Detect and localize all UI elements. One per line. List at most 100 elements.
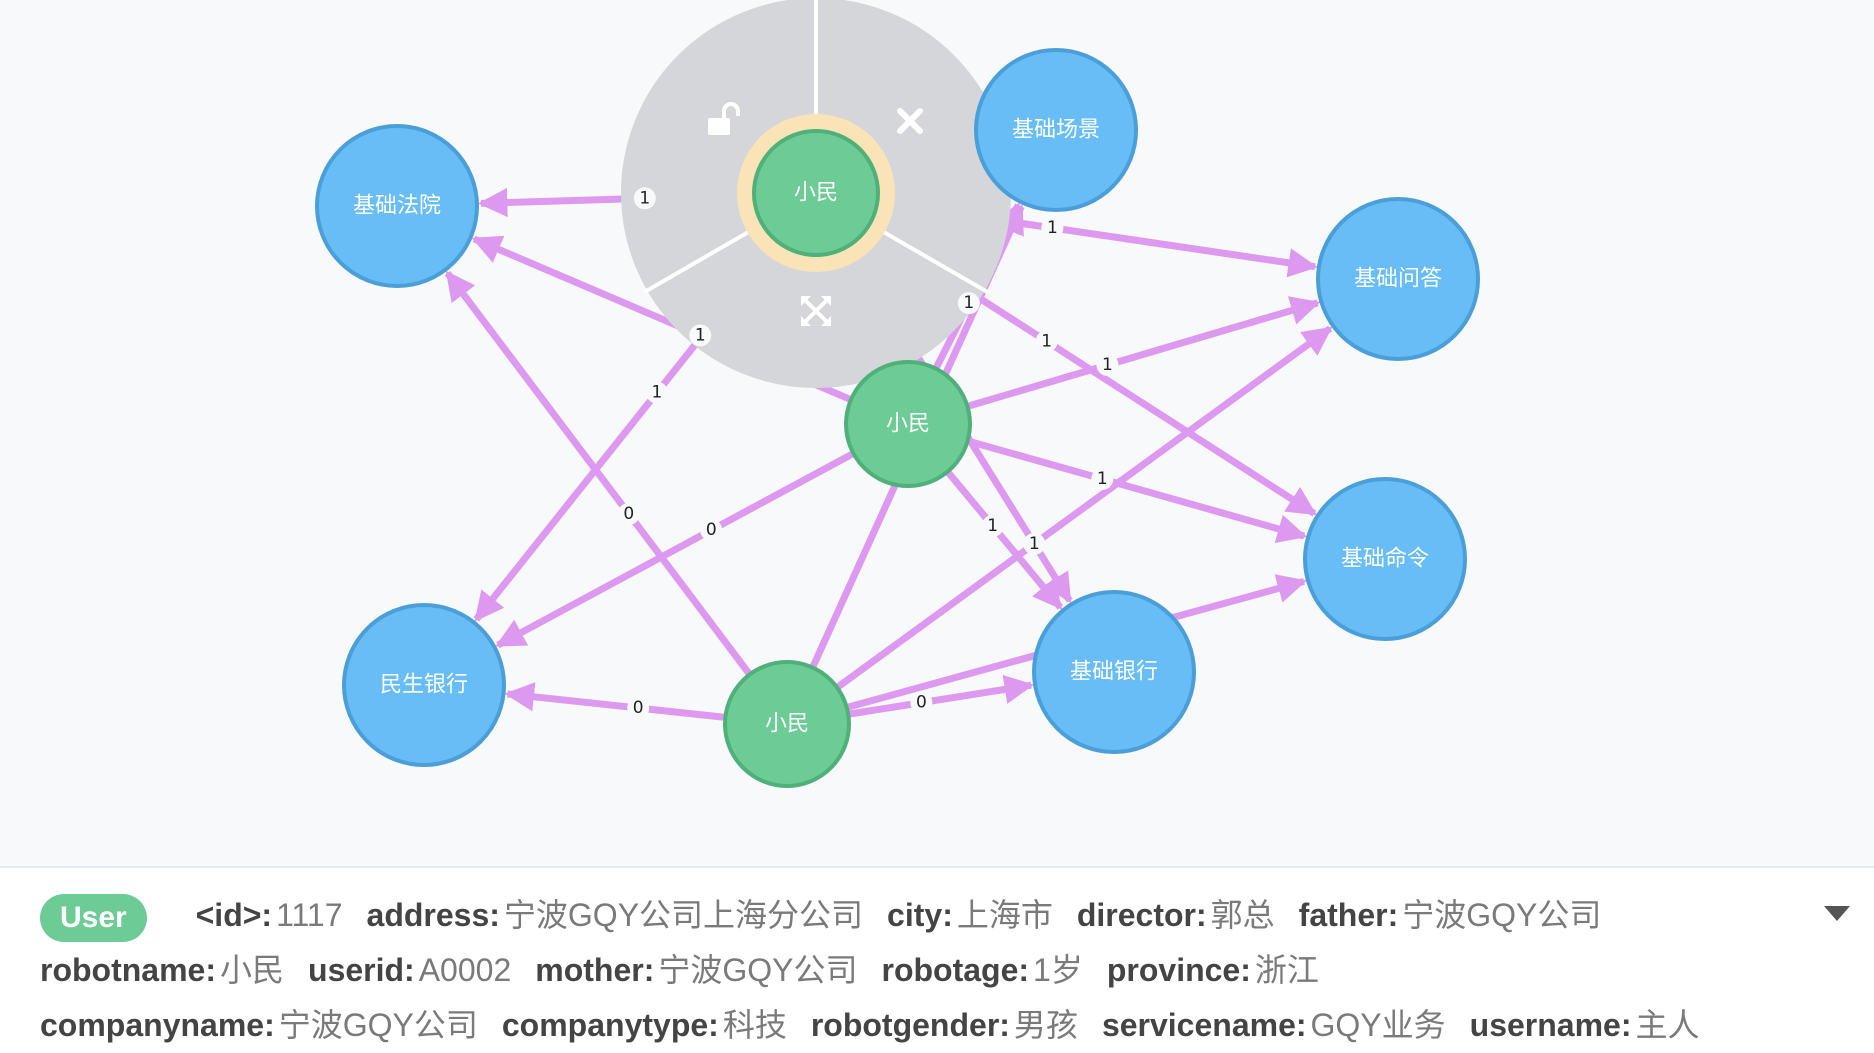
user-node[interactable]: 小民 (723, 660, 851, 788)
edge-label-bg (633, 187, 656, 210)
property-item: director:郭总 (1077, 888, 1275, 943)
edge-label: 0 (706, 520, 717, 540)
property-item: father:宁波GQY公司 (1299, 888, 1602, 943)
property-item: robotage:1岁 (881, 943, 1082, 998)
property-value: 上海市 (956, 897, 1053, 933)
property-item: <id>:1117 (196, 888, 343, 943)
property-key: father: (1298, 897, 1399, 933)
edge-label-bg (1023, 532, 1046, 555)
close-icon[interactable] (897, 108, 923, 134)
edge-label: 1 (1029, 534, 1040, 554)
edge-label-bg (645, 381, 668, 404)
user-node[interactable]: 小民 (844, 360, 972, 488)
property-value: 小民 (220, 952, 285, 988)
node-label: 基础场景 (1012, 118, 1100, 143)
property-key: robotage: (881, 952, 1030, 988)
edge-label: 1 (963, 293, 974, 313)
property-item: companytype:科技 (502, 998, 787, 1053)
property-value: 1117 (276, 897, 343, 933)
category-node[interactable]: 基础银行 (1032, 590, 1196, 754)
property-item: username:主人 (1470, 998, 1700, 1053)
property-value: 浙江 (1254, 952, 1319, 988)
unlock-icon[interactable] (708, 102, 740, 135)
category-node[interactable]: 基础法院 (315, 124, 479, 288)
property-key: mother: (535, 952, 655, 988)
property-value: 宁波GQY公司 (278, 1007, 478, 1043)
property-item: robotname:小民 (40, 943, 284, 998)
category-node[interactable]: 民生银行 (342, 603, 506, 767)
property-key: robotname: (40, 952, 216, 988)
edge-label-bg (1096, 353, 1119, 376)
property-value: GQY业务 (1310, 1007, 1446, 1043)
property-key: <id>: (195, 897, 273, 933)
relationship-edge[interactable] (966, 296, 1321, 410)
node-label: 小民 (794, 181, 838, 206)
edge-label-bg (957, 292, 980, 315)
node-label-badge[interactable]: User (40, 893, 147, 942)
edge-label: 1 (639, 188, 650, 208)
property-item: robotgender:男孩 (811, 998, 1078, 1053)
edge-label: 1 (1041, 331, 1052, 351)
property-item: userid:A0002 (308, 943, 511, 998)
edge-label: 1 (695, 325, 706, 345)
category-node[interactable]: 基础命令 (1303, 477, 1467, 641)
selection-halo (737, 114, 895, 272)
relationship-edge[interactable] (495, 450, 856, 649)
property-value: 男孩 (1013, 1007, 1078, 1043)
node-label: 基础银行 (1070, 660, 1158, 685)
property-key: province: (1106, 952, 1251, 988)
edge-label: 1 (1102, 355, 1113, 375)
expand-icon[interactable] (800, 295, 832, 327)
node-label: 基础命令 (1341, 547, 1429, 572)
edge-label-bg (981, 514, 1004, 537)
property-value: A0002 (418, 952, 512, 988)
relationship-edge[interactable] (944, 469, 1064, 610)
property-value: 1岁 (1033, 952, 1083, 988)
relationship-edge[interactable] (444, 270, 753, 677)
relationship-edge[interactable] (835, 325, 1333, 691)
edge-label-bg (689, 324, 712, 347)
property-item: servicename:GQY业务 (1102, 998, 1446, 1053)
property-key: username: (1469, 1007, 1632, 1043)
property-key: robotgender: (810, 1007, 1010, 1043)
edge-label-bg (617, 502, 640, 525)
edge-label: 1 (1047, 218, 1058, 238)
node-label: 小民 (886, 412, 930, 437)
edge-label-bg (1035, 330, 1058, 353)
property-key: city: (887, 897, 953, 933)
edge-label-bg (627, 697, 650, 720)
property-value: 主人 (1635, 1007, 1700, 1043)
property-value: 宁波GQY公司上海分公司 (503, 897, 864, 933)
property-key: director: (1076, 897, 1207, 933)
node-label: 基础问答 (1354, 267, 1442, 292)
chevron-down-icon[interactable] (1824, 906, 1850, 921)
edge-label-bg (1091, 467, 1114, 490)
property-value: 科技 (722, 1007, 787, 1043)
relationship-edge[interactable] (966, 437, 1308, 544)
edge-label: 1 (652, 383, 663, 403)
relationship-edge[interactable] (847, 674, 1034, 718)
edge-label-bg (700, 519, 723, 542)
category-node[interactable]: 基础场景 (974, 48, 1138, 212)
property-item: city:上海市 (887, 888, 1053, 943)
category-node[interactable]: 基础问答 (1316, 197, 1480, 361)
property-item: province:浙江 (1107, 943, 1319, 998)
node-label: 小民 (765, 712, 809, 737)
property-value: 宁波GQY公司 (658, 952, 858, 988)
edge-label: 0 (633, 698, 644, 718)
edge-label-bg (910, 691, 933, 714)
node-label: 基础法院 (353, 194, 441, 219)
relationship-edge[interactable] (504, 682, 726, 721)
property-key: servicename: (1101, 1007, 1307, 1043)
user-node[interactable]: 小民 (752, 129, 880, 257)
property-key: companytype: (501, 1007, 719, 1043)
property-item: companyname:宁波GQY公司 (40, 998, 478, 1053)
edge-label: 0 (916, 693, 927, 713)
edge-label-bg (1041, 216, 1064, 239)
property-item: mother:宁波GQY公司 (535, 943, 857, 998)
